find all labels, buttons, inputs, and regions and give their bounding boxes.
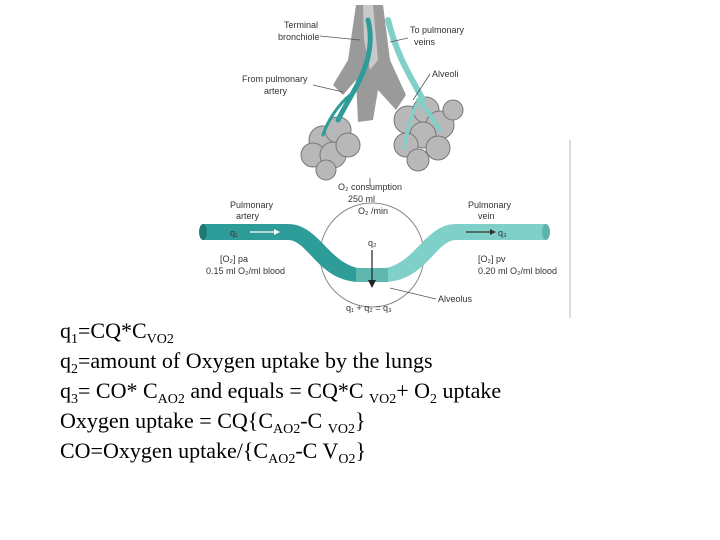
equation-line-3: q3= CO* CAO2 and equals = CQ*C VO2+ O2 u… bbox=[60, 378, 502, 407]
equation-line-2: q2=amount of Oxygen uptake by the lungs bbox=[60, 348, 433, 377]
equation-line-4: Oxygen uptake = CQ{CAO2-C VO2} bbox=[60, 408, 366, 437]
label-alveoli: Alveoli bbox=[432, 69, 459, 79]
label-q3: q₃ bbox=[498, 228, 507, 238]
alveoli-left bbox=[300, 116, 361, 181]
pulmonary-vein-tube bbox=[386, 224, 546, 282]
label-q2: q₂ bbox=[368, 238, 377, 248]
equation-line-5: CO=Oxygen uptake/{CAO2-C VO2} bbox=[60, 438, 367, 467]
equation-block: q1=CQ*CVO2 q2=amount of Oxygen uptake by… bbox=[60, 316, 700, 467]
vessel-network bbox=[321, 17, 442, 150]
label-sum-equation: q₁ + q₂ = q₃ bbox=[346, 303, 392, 313]
label-alveolus: Alveolus bbox=[438, 294, 473, 304]
equation-line-1: q1=CQ*CVO2 bbox=[60, 318, 174, 347]
alveoli-right bbox=[393, 96, 464, 172]
pulmonary-artery-tube bbox=[203, 224, 358, 282]
label-q1: q₁ bbox=[230, 228, 238, 238]
